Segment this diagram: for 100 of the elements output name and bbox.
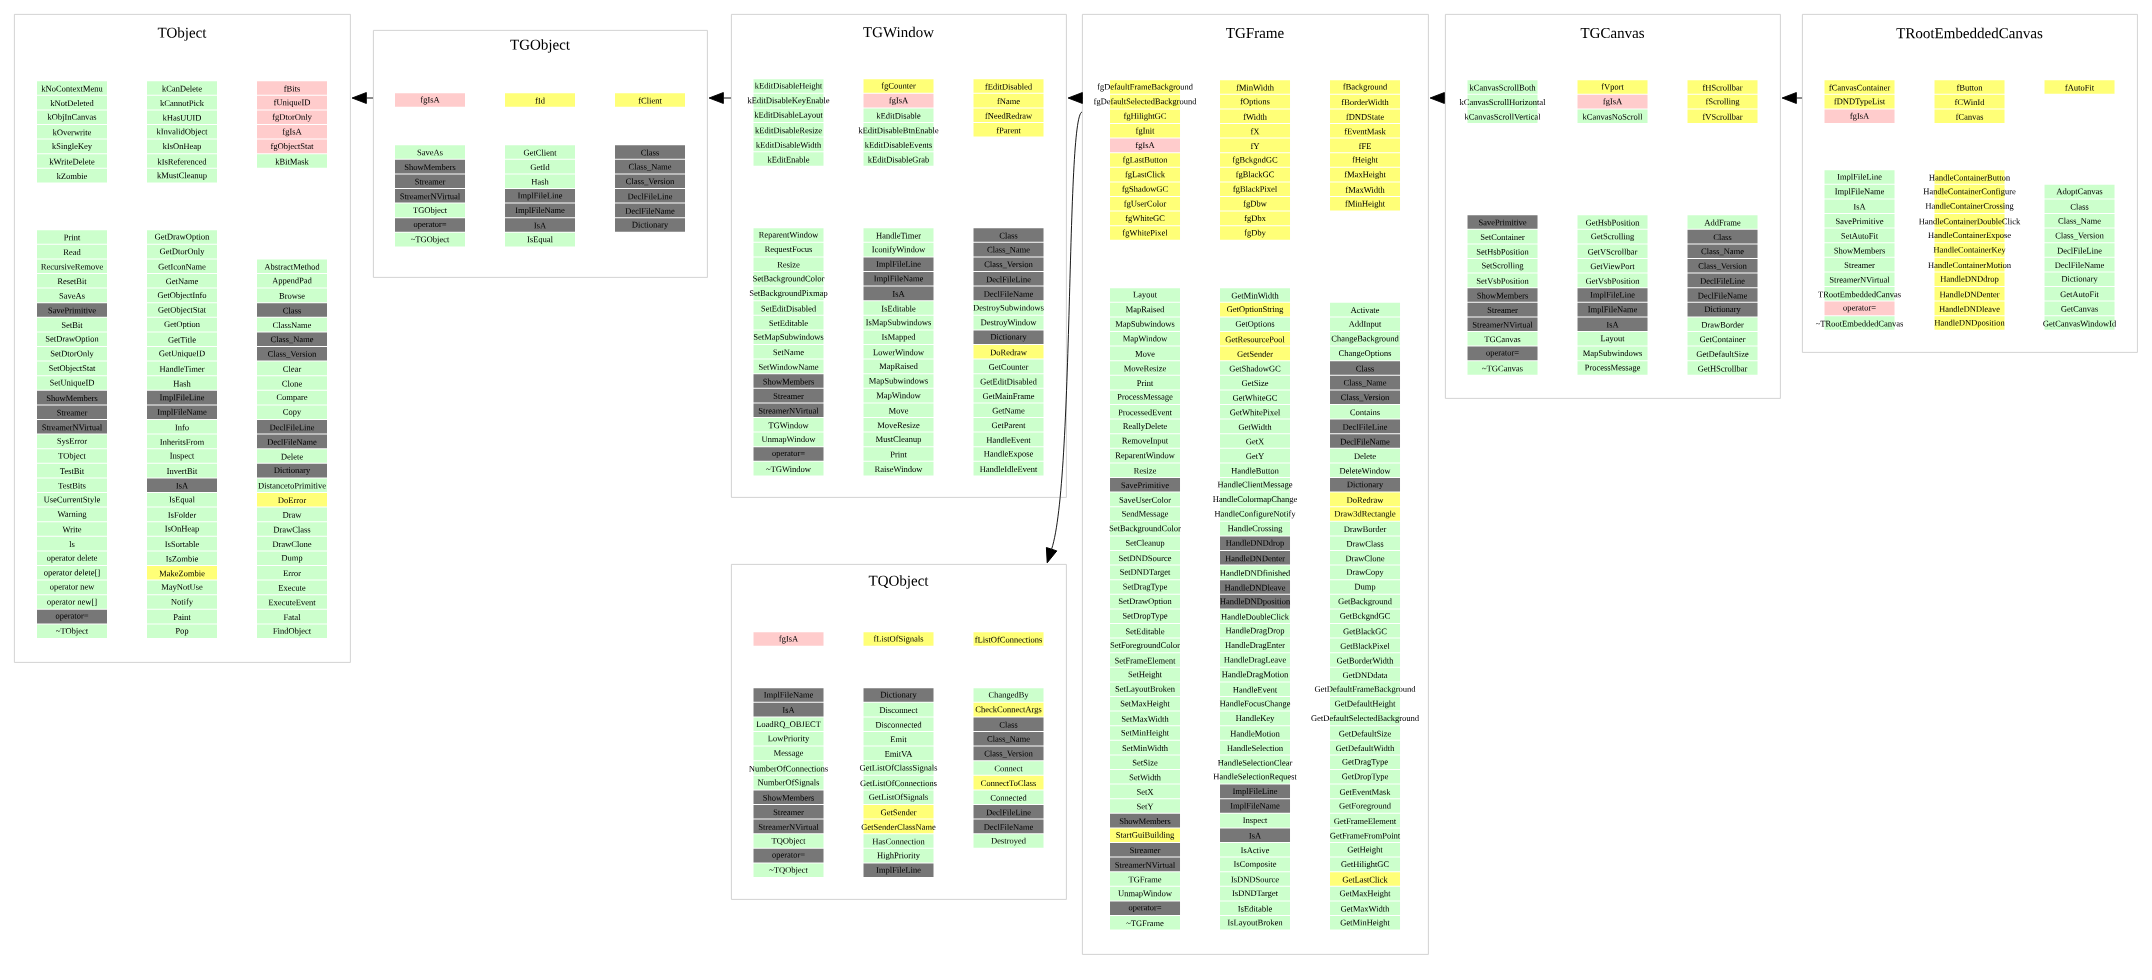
method-cell: Class_Name [973,732,1044,746]
method-cell: DoRedraw [973,345,1044,359]
node-label: IsEditable [881,305,916,312]
node-label: InvertBit [166,468,198,474]
method-cell: ShowMembers [395,159,465,174]
node-label: Class [999,232,1018,239]
method-cell: HandleContainerKey [1933,243,2006,257]
method-cell: TestBit [37,463,107,478]
node-label: MoveResize [877,422,920,429]
node-label: fWidth [1243,113,1267,120]
method-cell: HandleDNDposition [1934,316,2005,330]
node-label: operator new [50,584,95,592]
attribute-cell: kWriteDelete [37,154,107,168]
method-cell: Class [1687,229,1758,244]
method-cell: SetDrawOption [37,332,107,346]
node-label: Copy [283,408,302,417]
node-label: fY [1250,142,1260,149]
node-label: SaveUserColor [1119,496,1171,503]
method-cell: Dump [1330,580,1400,594]
attribute-cell: fgIsA [1110,138,1180,153]
node-label: SetDrawOption [45,335,99,344]
attribute-cell: kEditDisableHeight [753,79,824,93]
method-cell: DrawBorder [1330,521,1400,536]
method-cell: DeclFileName [973,286,1044,301]
node-label: SetAutoFit [1841,233,1879,239]
method-cell: SetBackgroundPixmap [749,286,828,301]
node-label: GetContainer [1699,336,1746,343]
node-label: SetCleanup [1125,539,1165,548]
method-cell: DeclFileName [1330,434,1400,448]
node-label: StreamerNVirtual [758,407,819,414]
node-label: ReallyDelete [1123,423,1167,431]
attribute-cell: kMustCleanup [147,168,217,183]
node-label: RaiseWindow [874,466,923,473]
method-cell: GetWhiteGC [1220,390,1290,404]
method-cell: HandleContainerMotion [1928,257,2011,272]
node-label: GetWhiteGC [1232,394,1277,401]
node-label: HandleDragDrop [1225,627,1285,636]
attribute-cell: fParent [973,123,1044,137]
node-label: NumberOfConnections [749,765,828,772]
method-cell: HandleIdleEvent [973,461,1044,476]
node-label: RequestFocus [764,246,813,254]
node-label: DoRedraw [1346,496,1384,503]
method-cell: SysError [37,434,107,449]
node-label: ImplFileLine [159,394,205,402]
node-label: AbstractMethod [264,263,320,270]
node-label: SetMinHeight [1121,729,1170,738]
method-cell: GetForeground [1330,799,1400,813]
node-label: SetX [1137,789,1154,795]
method-cell: TGCanvas [1467,332,1538,346]
inheritance-arrow [351,92,374,104]
attribute-cell: kEditDisableWidth [753,137,824,152]
node-label: EmitVA [884,751,913,757]
node-label: SetWidth [1129,774,1161,781]
node-label: GetDropType [1342,773,1389,782]
method-cell: operator= [37,609,107,624]
node-label: HandleSelection [1227,745,1283,752]
method-cell: Clone [257,376,327,390]
attribute-cell: fgDby [1220,226,1290,240]
method-cell: TGFrame [1110,872,1180,886]
method-cell: ~TGFrame [1110,916,1180,930]
node-label: HandleContainerExpose [1928,232,2011,240]
node-label: SetEditable [1125,628,1165,635]
method-cell: GetHScrollbar [1687,361,1758,375]
node-label: SetDtorOnly [50,350,94,359]
node-label: fName [997,98,1020,105]
node-label: DrawClass [273,526,311,533]
method-cell: RaiseWindow [863,461,934,476]
method-cell: SetAutoFit [1824,228,1895,243]
method-cell: SetScrolling [1467,259,1538,273]
method-cell: ConnectToClass [973,775,1044,790]
method-cell: TGWindow [753,418,824,432]
node-label: Move [888,407,909,414]
method-cell: ExecuteEvent [257,595,327,609]
node-label: kCannotPick [160,100,204,107]
attribute-cell: kEditDisableGrab [863,152,934,166]
method-cell: HandleDragDrop [1220,624,1290,638]
method-cell: MustCleanup [863,432,934,447]
node-label: Browse [279,293,305,299]
node-label: ProcessMessage [1117,394,1173,402]
node-label: IsA [892,291,905,297]
node-label: Class_Version [268,350,317,358]
method-cell: ~TRootEmbeddedCanvas [1815,316,1904,330]
method-cell: operator= [1467,346,1538,361]
method-cell: GetDefaultHeight [1330,697,1400,711]
attribute-cell: fgObjectStat [257,139,327,154]
node-label: Streamer [1487,307,1518,313]
node-label: kOverwrite [52,129,92,136]
inheritance-arrow [708,92,732,104]
node-label: fMinWidth [1236,84,1274,91]
method-cell: Class [973,228,1044,242]
node-label: fgIsA [282,128,302,137]
node-label: kEditEnable [767,156,810,163]
node-label: Layout [1600,335,1625,344]
node-label: Pop [175,628,189,636]
node-label: Print [1137,380,1154,386]
node-label: MapSubwindows [1115,320,1175,329]
node-label: TRootEmbeddedCanvas [1818,291,1901,298]
method-cell: GetDtorOnly [147,244,217,259]
method-cell: GetListOfClassSignals [859,761,938,775]
method-cell: DeclFileLine [257,420,327,434]
